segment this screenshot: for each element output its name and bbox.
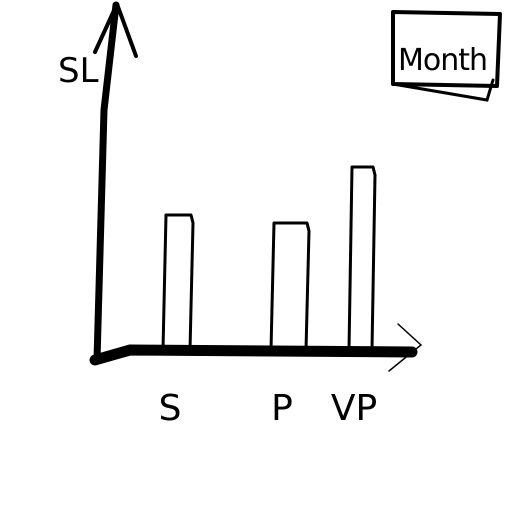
bar-p [269, 221, 311, 351]
x-axis-arrow-icon [388, 323, 423, 372]
bar-s [161, 213, 195, 351]
y-axis-arrow-icon [93, 2, 138, 58]
legend: Month [391, 10, 502, 102]
x-tick-label-s: S [159, 388, 182, 429]
x-tick-label-vp: VP [331, 388, 377, 429]
legend-entry-month: Month [398, 43, 487, 78]
y-axis-line [93, 1, 120, 364]
y-axis [93, 1, 138, 364]
x-axis-line [89, 344, 418, 366]
bar-vp [347, 165, 377, 351]
legend-box [391, 10, 502, 88]
x-tick-label-p: P [271, 388, 293, 429]
legend-box-shadow [391, 78, 495, 102]
x-tick-labels: S P VP [159, 388, 378, 429]
x-axis [89, 323, 423, 372]
y-axis-label: SL [58, 51, 99, 91]
bars-group [161, 165, 377, 351]
